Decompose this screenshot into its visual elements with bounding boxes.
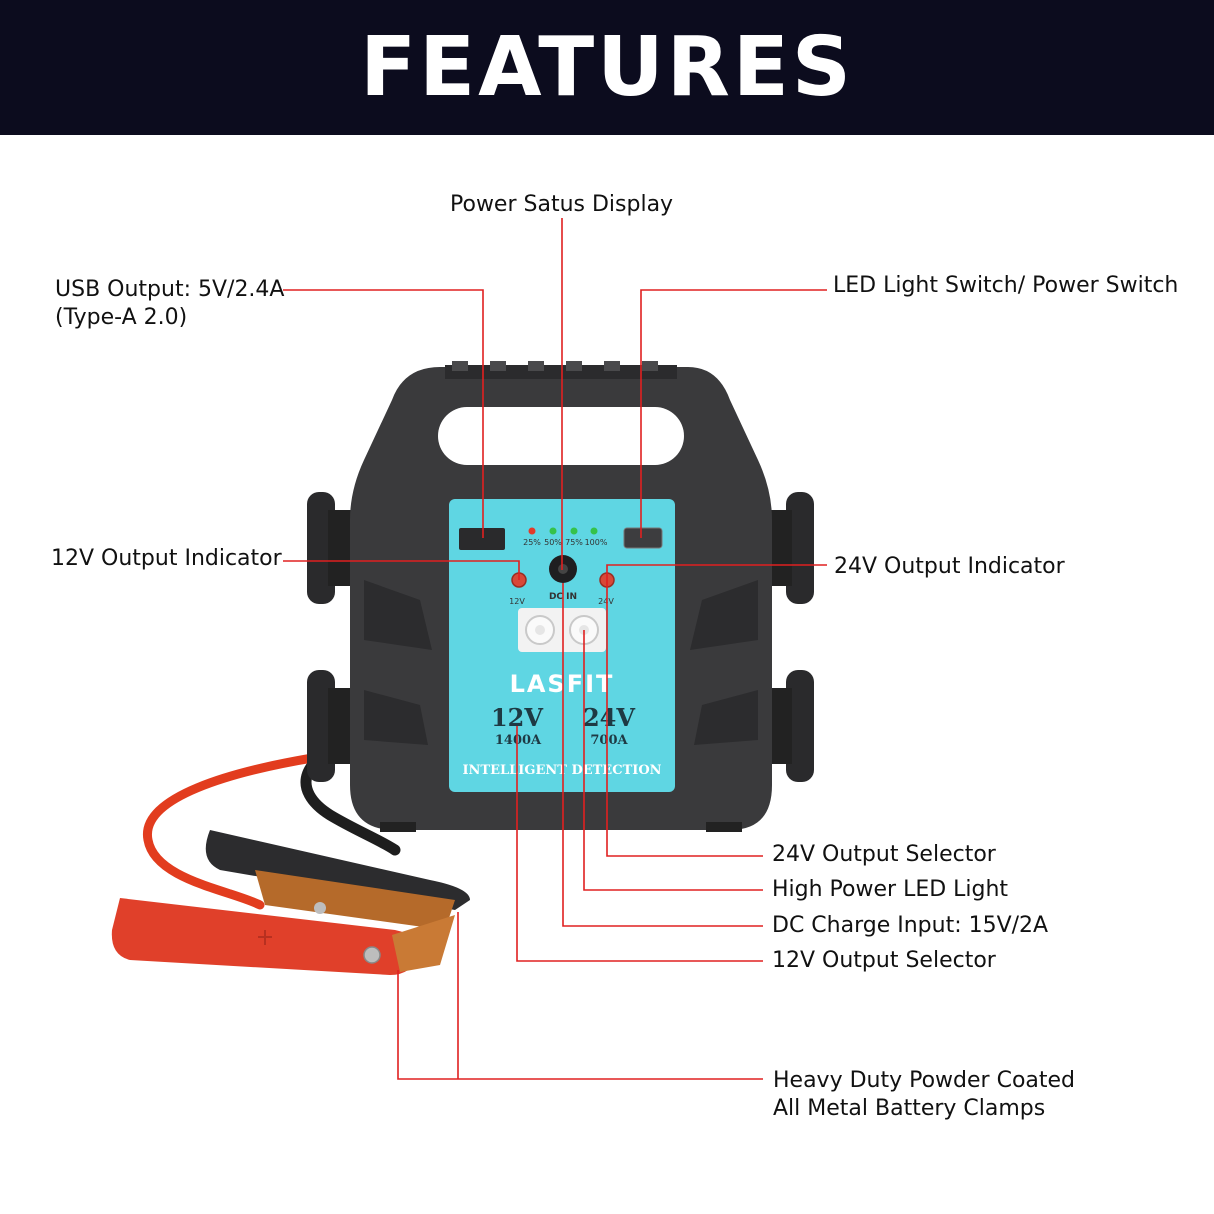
battery-clamps bbox=[111, 830, 470, 975]
callout-24v-selector: 24V Output Selector bbox=[772, 842, 996, 867]
level-label-100: 100% bbox=[585, 538, 608, 547]
callout-power-status-display: Power Satus Display bbox=[450, 192, 674, 217]
led-50 bbox=[549, 527, 557, 535]
level-label-75: 75% bbox=[565, 538, 583, 547]
rating-24v-volt: 24V bbox=[583, 703, 635, 732]
led-25 bbox=[528, 527, 536, 535]
callout-12v-selector: 12V Output Selector bbox=[772, 948, 996, 973]
callout-clamps-line1: Heavy Duty Powder Coated bbox=[773, 1068, 1076, 1093]
led-75 bbox=[570, 527, 578, 535]
level-label-50: 50% bbox=[544, 538, 562, 547]
brand-logo: LASFIT bbox=[510, 670, 615, 698]
callout-led-power-switch: LED Light Switch/ Power Switch bbox=[833, 273, 1179, 298]
panel-footer: INTELLIGENT DETECTION bbox=[462, 763, 661, 778]
power-switch bbox=[623, 527, 663, 549]
led-100 bbox=[590, 527, 598, 535]
usb-port bbox=[459, 528, 505, 550]
callout-usb-output-line2: (Type-A 2.0) bbox=[55, 305, 188, 330]
callout-usb-output-line1: USB Output: 5V/2.4A bbox=[55, 277, 285, 302]
leader-lines bbox=[283, 218, 827, 1080]
rating-24v-amp: 700A bbox=[590, 733, 628, 748]
front-panel: 25% 50% 75% 100% DC IN 12V 24V LASFIT 12… bbox=[449, 499, 675, 792]
button-12v-label: 12V bbox=[509, 597, 525, 606]
level-label-25: 25% bbox=[523, 538, 541, 547]
page-title: FEATURES bbox=[360, 20, 854, 115]
callout-12v-indicator: 12V Output Indicator bbox=[51, 546, 282, 571]
callout-led-light: High Power LED Light bbox=[772, 877, 1009, 902]
rating-12v-amp: 1400A bbox=[495, 733, 542, 748]
callout-dc-input: DC Charge Input: 15V/2A bbox=[772, 913, 1049, 938]
callout-clamps-line2: All Metal Battery Clamps bbox=[773, 1096, 1046, 1121]
header-banner: FEATURES bbox=[0, 0, 1214, 135]
callout-24v-indicator: 24V Output Indicator bbox=[834, 554, 1065, 579]
